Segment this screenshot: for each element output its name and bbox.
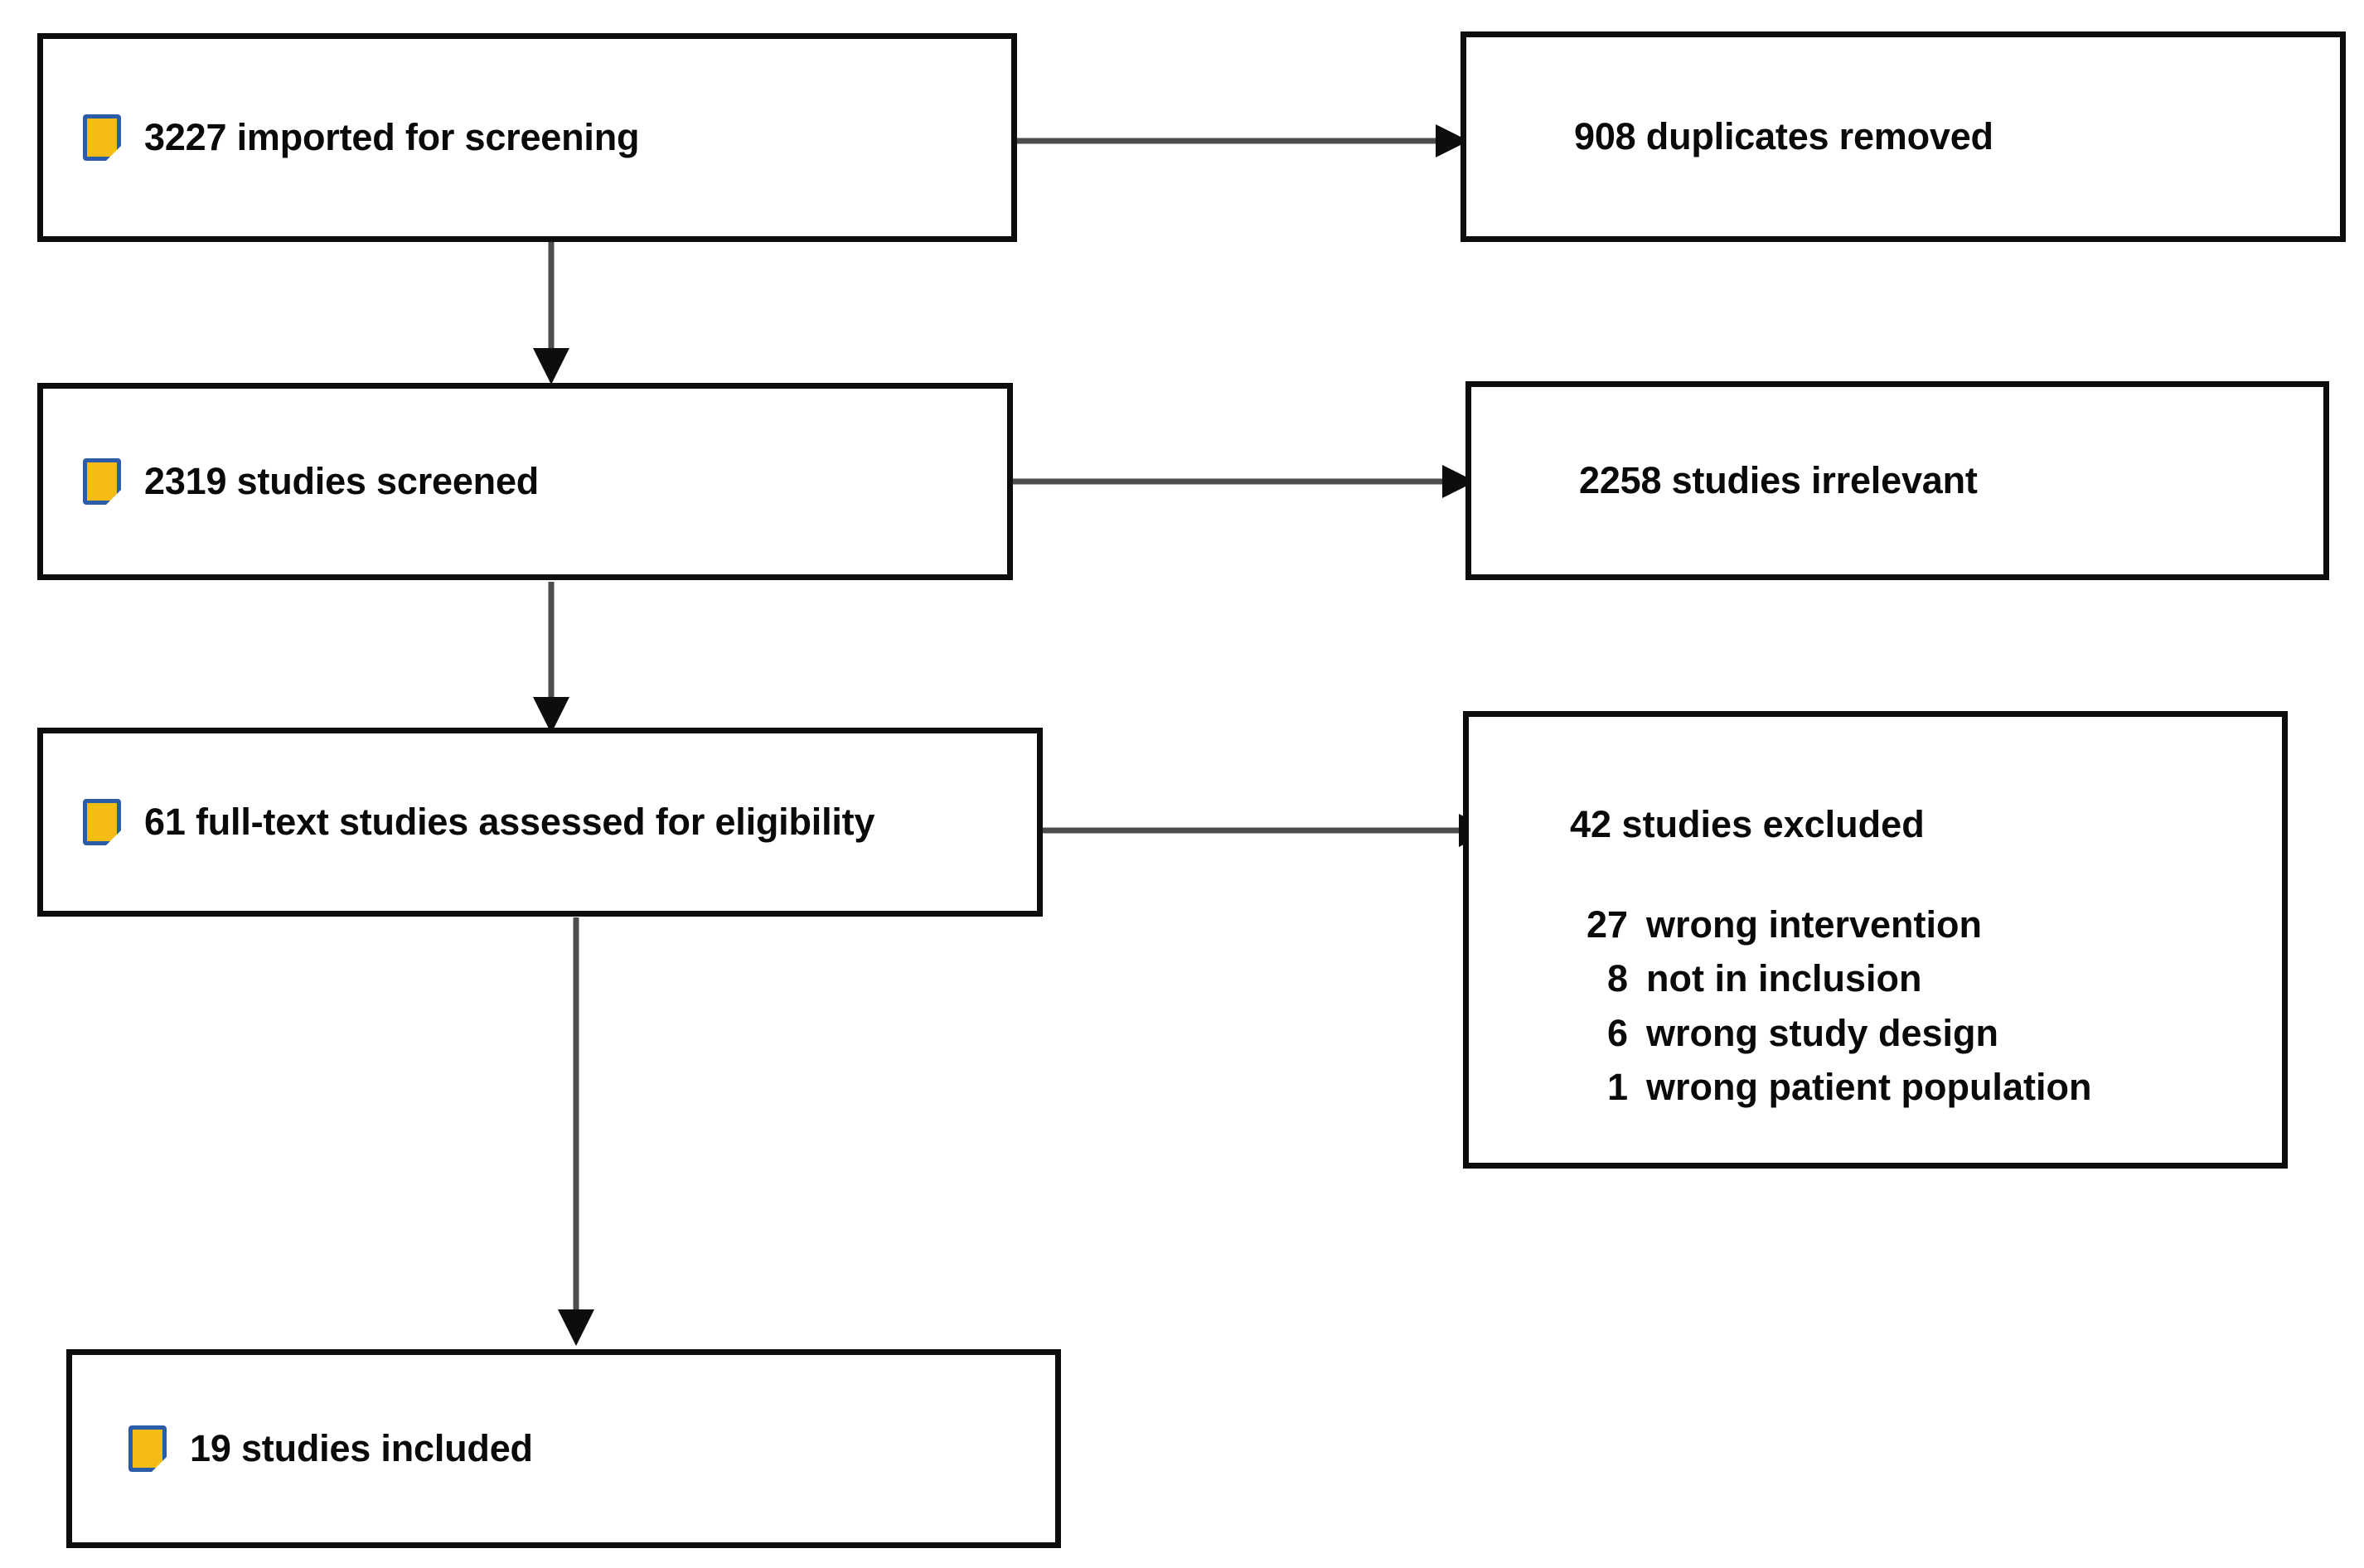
node-imported-for-screening[interactable]: 3227 imported for screening bbox=[37, 33, 1017, 242]
study-document-icon bbox=[83, 114, 121, 161]
excluded-reason-count: 27 bbox=[1586, 903, 1628, 946]
node-screened-label: 2319 studies screened bbox=[144, 460, 540, 502]
arrow-screened-to-irrelevant bbox=[1013, 457, 1485, 506]
node-fulltext-label: 61 full-text studies assessed for eligib… bbox=[144, 801, 875, 843]
excluded-reason-row: 27 wrong intervention bbox=[1570, 898, 2282, 951]
excluded-reason-count: 8 bbox=[1606, 957, 1628, 1000]
node-studies-irrelevant[interactable]: 2258 studies irrelevant bbox=[1465, 381, 2329, 580]
arrow-fulltext-to-excluded bbox=[1041, 806, 1505, 855]
node-duplicates-removed[interactable]: 908 duplicates removed bbox=[1461, 31, 2346, 242]
arrow-screened-to-fulltext bbox=[526, 582, 576, 736]
arrow-imported-to-duplicates bbox=[1013, 116, 1477, 166]
excluded-reason-text: wrong intervention bbox=[1646, 903, 1982, 946]
node-studies-included[interactable]: 19 studies included bbox=[66, 1349, 1061, 1548]
node-included-label: 19 studies included bbox=[190, 1427, 533, 1469]
excluded-reason-count: 1 bbox=[1606, 1065, 1628, 1108]
excluded-reason-row: 8 not in inclusion bbox=[1570, 951, 2282, 1005]
excluded-reason-row: 6 wrong study design bbox=[1570, 1006, 2282, 1060]
node-fulltext-assessed[interactable]: 61 full-text studies assessed for eligib… bbox=[37, 728, 1043, 917]
node-excluded-title: 42 studies excluded bbox=[1570, 803, 1925, 845]
excluded-reason-text: wrong patient population bbox=[1646, 1065, 2092, 1108]
arrow-imported-to-screened bbox=[526, 242, 576, 387]
study-document-icon bbox=[128, 1425, 167, 1472]
excluded-reason-text: not in inclusion bbox=[1646, 957, 1922, 1000]
node-irrelevant-label: 2258 studies irrelevant bbox=[1579, 459, 1978, 501]
arrow-fulltext-to-included bbox=[551, 917, 601, 1348]
excluded-reason-count: 6 bbox=[1606, 1011, 1628, 1054]
excluded-reasons-list: 27 wrong intervention 8 not in inclusion… bbox=[1570, 898, 2282, 1114]
node-studies-screened[interactable]: 2319 studies screened bbox=[37, 383, 1013, 580]
study-document-icon bbox=[83, 799, 121, 845]
node-imported-label: 3227 imported for screening bbox=[144, 116, 640, 158]
node-studies-excluded[interactable]: 42 studies excluded 27 wrong interventio… bbox=[1463, 711, 2288, 1169]
node-duplicates-removed-label: 908 duplicates removed bbox=[1574, 115, 1993, 157]
excluded-reason-text: wrong study design bbox=[1646, 1011, 1999, 1054]
excluded-reason-row: 1 wrong patient population bbox=[1570, 1060, 2282, 1114]
study-document-icon bbox=[83, 458, 121, 505]
